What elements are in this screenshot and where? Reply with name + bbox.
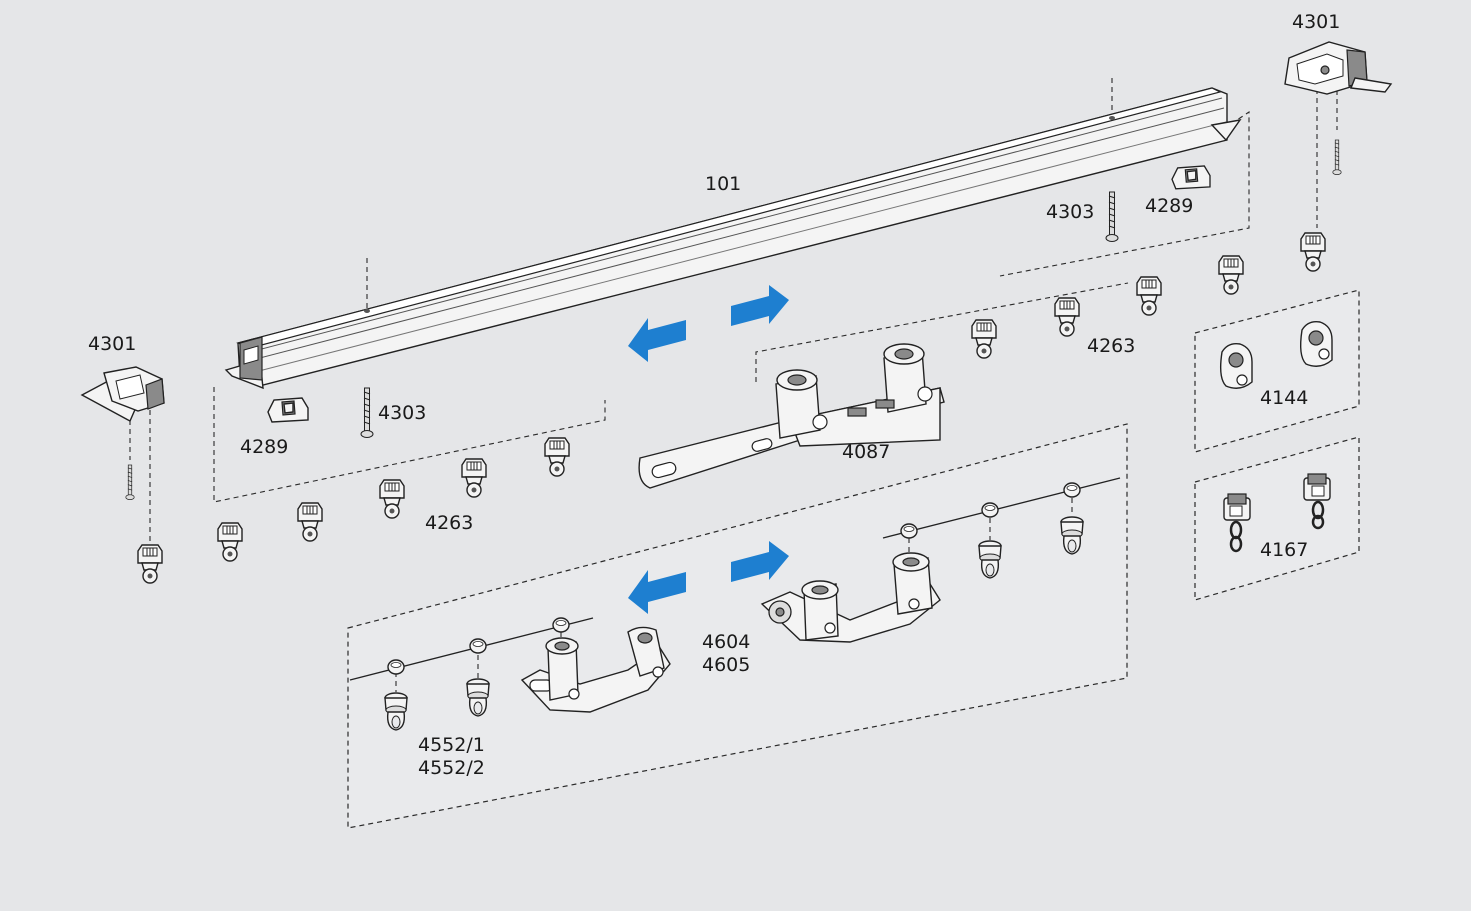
label-overlap-carrier: 4087 bbox=[842, 441, 890, 463]
rail-profile bbox=[224, 87, 1242, 390]
label-end-cap-left: 4301 bbox=[88, 333, 136, 355]
guide-lines bbox=[129, 78, 1338, 692]
label-rail: 101 bbox=[705, 173, 741, 195]
master-carrier-right bbox=[760, 552, 941, 643]
label-screw-left: 4303 bbox=[378, 402, 426, 424]
direction-arrows-top bbox=[628, 285, 789, 362]
label-ring-glider: 4167 bbox=[1260, 539, 1308, 561]
screw-right bbox=[1105, 191, 1119, 242]
label-cord-glider-2: 4552/2 bbox=[418, 757, 485, 779]
stopper-left bbox=[267, 397, 309, 423]
direction-arrows-bottom bbox=[628, 541, 789, 614]
ring-glider-pair bbox=[1223, 473, 1331, 553]
label-stopper-right: 4289 bbox=[1145, 195, 1193, 217]
label-master-carrier-1: 4604 bbox=[702, 631, 750, 653]
screw-end-left bbox=[125, 464, 135, 500]
overlap-carrier bbox=[638, 343, 945, 489]
label-cord-glider-1: 4552/1 bbox=[418, 734, 485, 756]
stopper-right bbox=[1171, 165, 1211, 190]
master-carrier-left bbox=[520, 626, 671, 713]
hook-glider-pair bbox=[1219, 320, 1333, 389]
label-end-cap-right: 4301 bbox=[1292, 11, 1340, 33]
label-hook-glider: 4144 bbox=[1260, 387, 1308, 409]
label-screw-right: 4303 bbox=[1046, 201, 1094, 223]
label-stopper-left: 4289 bbox=[240, 436, 288, 458]
end-cap-left bbox=[80, 366, 165, 422]
end-cap-right bbox=[1284, 41, 1393, 95]
screw-end-right bbox=[1332, 139, 1342, 175]
screw-left bbox=[360, 387, 374, 438]
ring-glider-panel bbox=[1194, 436, 1360, 601]
label-glider-right: 4263 bbox=[1087, 335, 1135, 357]
label-glider-left: 4263 bbox=[425, 512, 473, 534]
hook-glider-panel bbox=[1194, 289, 1360, 453]
label-master-carrier-2: 4605 bbox=[702, 654, 750, 676]
glider-set-left bbox=[137, 437, 570, 584]
